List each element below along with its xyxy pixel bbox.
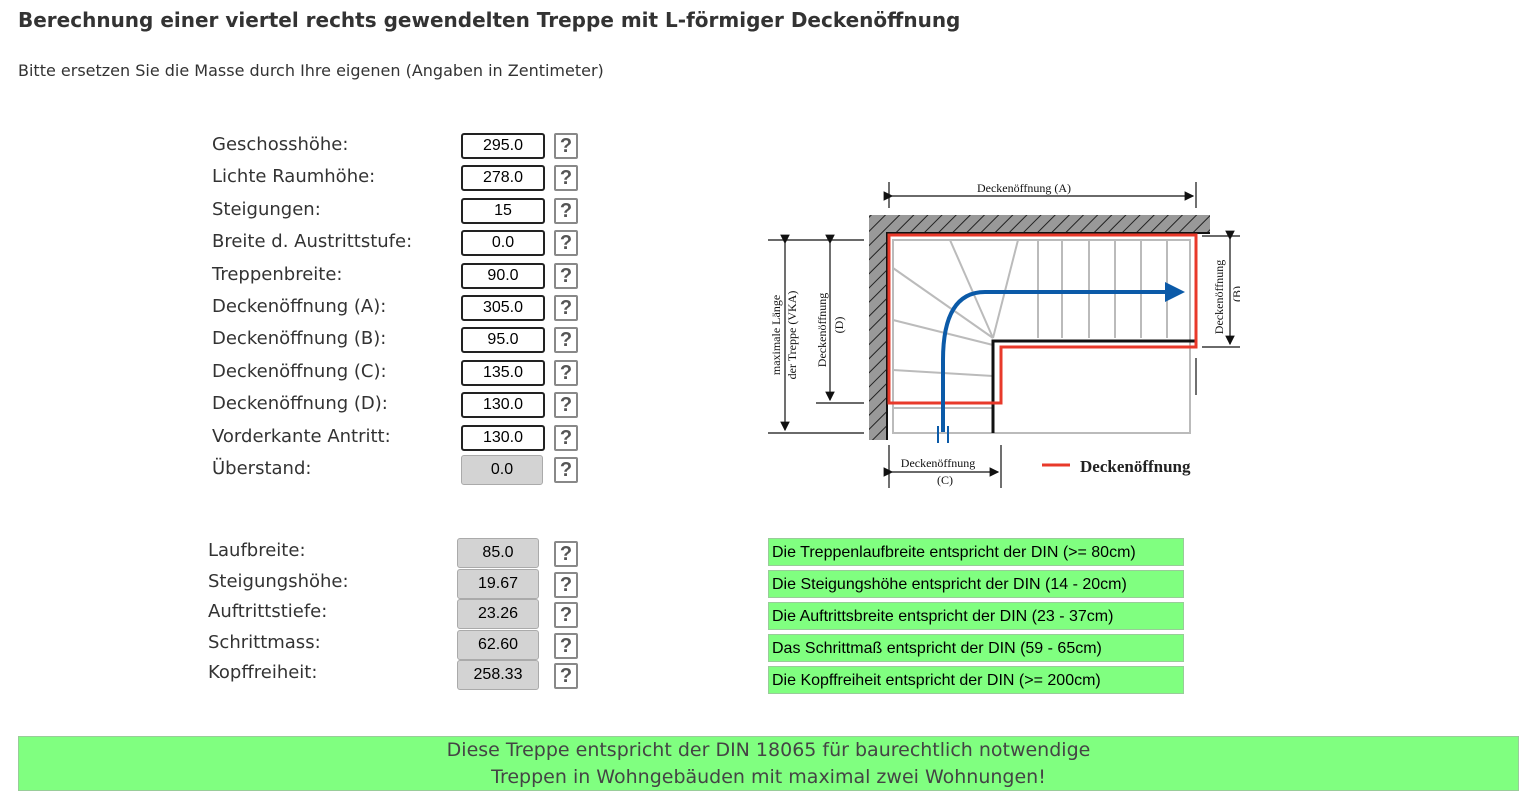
din-status-laufbreite: Die Treppenlaufbreite entspricht der DIN…	[768, 538, 1184, 566]
label-treppenbreite: Treppenbreite:	[212, 263, 343, 285]
verdict-line-2: Treppen in Wohngebäuden mit maximal zwei…	[491, 766, 1046, 788]
input-geschossh-he[interactable]: 295.0	[461, 133, 545, 159]
result-kopffreiheit: 258.33	[457, 660, 539, 691]
input-steigungen[interactable]: 15	[461, 197, 545, 224]
page-title: Berechnung einer viertel rechts gewendel…	[18, 8, 961, 32]
label-steigungsh-he: Steigungshöhe:	[208, 570, 349, 592]
dim-label-c1: Deckenöffnung	[901, 456, 975, 470]
dim-label-b1: Deckenöffnung	[1212, 260, 1226, 334]
result-steigungsh-he: 19.67	[457, 568, 539, 599]
dim-label-a: Deckenöffnung (A)	[977, 181, 1071, 195]
dimension-lines	[768, 182, 1240, 488]
input-decken-ffnung-a[interactable]: 305.0	[461, 295, 545, 321]
help-button[interactable]: ?	[554, 295, 578, 321]
stair-diagram: Deckenöffnung (A) Deckenöffnung (C) maxi…	[768, 181, 1240, 488]
input-lichte-raumh-he[interactable]: 278.0	[461, 165, 545, 192]
label-steigungen: Steigungen:	[212, 198, 321, 220]
stair-treads	[892, 239, 1191, 434]
label-schrittmass: Schrittmass:	[208, 631, 321, 653]
label-decken-ffnung-c: Deckenöffnung (C):	[212, 360, 387, 382]
help-button[interactable]: ?	[554, 359, 578, 386]
label-laufbreite: Laufbreite:	[208, 540, 306, 561]
label-breite-d-austrittstufe: Breite d. Austrittstufe:	[212, 231, 413, 253]
input-berstand: 0.0	[461, 455, 543, 485]
label-vorderkante-antritt: Vorderkante Antritt:	[212, 425, 391, 447]
input-vorderkante-antritt[interactable]: 130.0	[461, 424, 545, 451]
help-button[interactable]: ?	[554, 571, 578, 598]
help-button[interactable]: ?	[554, 262, 578, 289]
label-decken-ffnung-a: Deckenöffnung (A):	[212, 296, 387, 317]
help-button[interactable]: ?	[554, 663, 578, 690]
input-breite-d-austrittstufe[interactable]: 0.0	[461, 230, 545, 257]
walking-line-arrow	[937, 282, 1185, 443]
input-treppenbreite[interactable]: 90.0	[461, 262, 545, 289]
verdict-line-1: Diese Treppe entspricht der DIN 18065 fü…	[446, 739, 1091, 761]
help-button[interactable]: ?	[554, 165, 578, 192]
legend-label: Deckenöffnung	[1080, 457, 1191, 476]
help-button[interactable]: ?	[554, 197, 578, 224]
opening-outline	[887, 233, 1198, 405]
input-decken-ffnung-c[interactable]: 135.0	[461, 359, 545, 386]
dim-label-vka1: maximale Länge	[769, 295, 783, 375]
din-status-schrittmass: Das Schrittmaß entspricht der DIN (59 - …	[768, 634, 1184, 662]
wall	[869, 215, 1210, 440]
label-kopffreiheit: Kopffreiheit:	[208, 662, 318, 684]
final-verdict: Diese Treppe entspricht der DIN 18065 fü…	[18, 736, 1519, 791]
label-auftrittstiefe: Auftrittstiefe:	[208, 601, 328, 623]
stair-edge	[991, 339, 1196, 433]
help-button[interactable]: ?	[554, 392, 578, 419]
help-button[interactable]: ?	[554, 133, 578, 159]
help-button[interactable]: ?	[554, 602, 578, 629]
help-button[interactable]: ?	[554, 541, 578, 567]
help-button[interactable]: ?	[554, 632, 578, 659]
label-decken-ffnung-b: Deckenöffnung (B):	[212, 328, 387, 350]
din-status-steigungsh-he: Die Steigungshöhe entspricht der DIN (14…	[768, 570, 1184, 598]
help-button[interactable]: ?	[554, 424, 578, 451]
result-auftrittstiefe: 23.26	[457, 599, 539, 630]
help-button[interactable]: ?	[554, 457, 578, 483]
dim-label-d2: (D)	[832, 317, 846, 334]
instructions: Bitte ersetzen Sie die Masse durch Ihre …	[18, 61, 604, 80]
label-decken-ffnung-d: Deckenöffnung (D):	[212, 393, 388, 415]
din-status-kopffreiheit: Die Kopffreiheit entspricht der DIN (>= …	[768, 666, 1184, 694]
dim-label-b2: (B)	[1230, 286, 1240, 302]
label-geschossh-he: Geschosshöhe:	[212, 134, 349, 155]
help-button[interactable]: ?	[554, 327, 578, 354]
help-button[interactable]: ?	[554, 230, 578, 257]
dim-label-c2: (C)	[937, 473, 953, 487]
result-laufbreite: 85.0	[457, 538, 539, 568]
din-status-auftrittstiefe: Die Auftrittsbreite entspricht der DIN (…	[768, 602, 1184, 630]
dim-label-vka2: der Treppe (VKA)	[785, 291, 799, 380]
result-schrittmass: 62.60	[457, 629, 539, 660]
label-lichte-raumh-he: Lichte Raumhöhe:	[212, 166, 376, 188]
dim-label-d1: Deckenöffnung	[815, 293, 829, 367]
input-decken-ffnung-d[interactable]: 130.0	[461, 392, 545, 419]
label-berstand: Überstand:	[212, 458, 312, 479]
input-decken-ffnung-b[interactable]: 95.0	[461, 327, 545, 354]
